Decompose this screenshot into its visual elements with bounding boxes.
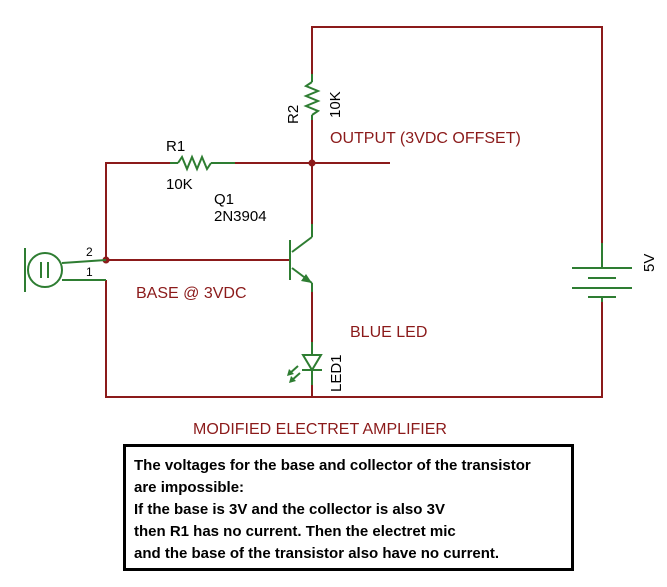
top-right-wire <box>311 26 603 243</box>
q1-transistor <box>289 224 313 292</box>
battery-value-label: 5V <box>641 254 658 272</box>
note-line-4: then R1 has no current. Then the electre… <box>134 523 456 540</box>
r2-resistor <box>303 74 321 120</box>
r1-left-wire <box>105 162 170 260</box>
output-label: OUTPUT (3VDC OFFSET) <box>330 130 521 147</box>
r2-value-label: 10K <box>327 91 344 118</box>
r1-ref-label: R1 <box>166 138 185 155</box>
led1 <box>287 342 323 385</box>
annotation-note-box: The voltages for the base and collector … <box>123 444 574 571</box>
note-line-5: and the base of the transistor also have… <box>134 545 500 562</box>
electret-mic <box>24 248 107 292</box>
note-line-2: are impossible: <box>134 479 245 496</box>
mic-pin2-label: 2 <box>86 245 93 259</box>
r2-ref-label: R2 <box>285 105 302 124</box>
note-line-3: If the base is 3V and the collector is a… <box>134 501 445 518</box>
junctions <box>102 159 316 264</box>
led-ref-label: LED1 <box>328 354 345 392</box>
battery <box>572 243 632 302</box>
note-line-1: The voltages for the base and collector … <box>134 457 531 474</box>
base-voltage-label: BASE @ 3VDC <box>136 285 247 302</box>
q1-ref-label: Q1 <box>214 191 234 208</box>
r1-resistor <box>170 154 235 172</box>
r1-value-label: 10K <box>166 176 193 193</box>
diagram-title: MODIFIED ELECTRET AMPLIFIER <box>193 421 447 438</box>
collector-junction-dot <box>308 159 316 167</box>
bottom-return-wire <box>105 280 603 398</box>
wires <box>105 26 603 398</box>
mic-pin1-label: 1 <box>86 265 93 279</box>
q1-part-label: 2N3904 <box>214 208 267 225</box>
blue-led-label: BLUE LED <box>350 324 427 341</box>
